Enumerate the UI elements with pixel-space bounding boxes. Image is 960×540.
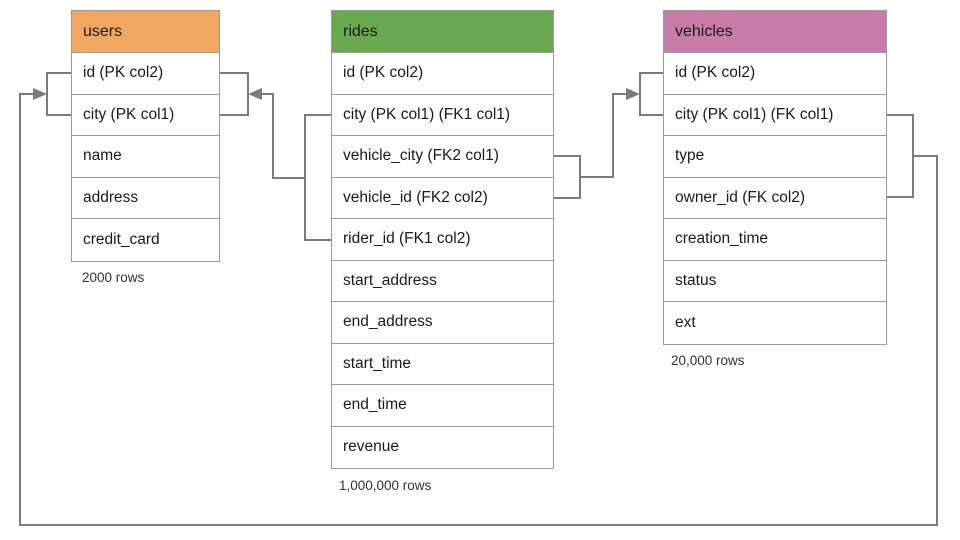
table-vehicles-header[interactable]: vehicles [664, 11, 886, 53]
table-users-row-id[interactable]: id (PK col2) [72, 53, 219, 95]
table-rides-row-revenue[interactable]: revenue [332, 426, 553, 468]
table-rides-row-count: 1,000,000 rows [339, 478, 432, 493]
arrowhead-rides-fk2-to-vehicles [626, 88, 640, 100]
table-users-row-address[interactable]: address [72, 177, 219, 219]
table-vehicles-row-id[interactable]: id (PK col2) [664, 53, 886, 95]
table-vehicles-row-status[interactable]: status [664, 260, 886, 302]
table-vehicles-row-city[interactable]: city (PK col1) (FK col1) [664, 94, 886, 136]
table-rides-title: rides [343, 22, 378, 40]
column-label: type [675, 147, 705, 165]
column-label: name [83, 147, 122, 165]
table-rides-row-end-time[interactable]: end_time [332, 385, 553, 427]
arrowhead-vehicles-fk-to-users [33, 88, 47, 100]
table-rides-header[interactable]: rides [332, 11, 553, 53]
table-rides-row-city[interactable]: city (PK col1) (FK1 col1) [332, 94, 553, 136]
table-vehicles[interactable]: vehicles id (PK col2) city (PK col1) (FK… [663, 10, 887, 345]
column-label: vehicle_id (FK2 col2) [343, 188, 488, 206]
table-vehicles-row-creation-time[interactable]: creation_time [664, 219, 886, 261]
column-label: rider_id (FK1 col2) [343, 230, 471, 248]
column-label: id (PK col2) [675, 64, 756, 82]
table-vehicles-title: vehicles [675, 22, 733, 40]
column-label: end_time [343, 396, 407, 414]
column-label: id (PK col2) [343, 64, 424, 82]
column-label: start_time [343, 354, 412, 372]
column-label: owner_id (FK col2) [675, 188, 806, 206]
column-label: start_address [343, 271, 437, 289]
table-users-row-city[interactable]: city (PK col1) [72, 94, 219, 136]
vehicles-left-bracket [639, 72, 663, 116]
table-rides-row-vehicle-city[interactable]: vehicle_city (FK2 col1) [332, 136, 553, 178]
table-rides-row-id[interactable]: id (PK col2) [332, 53, 553, 95]
column-label: status [675, 271, 717, 289]
table-users-row-count: 2000 rows [82, 270, 145, 285]
table-vehicles-row-owner-id[interactable]: owner_id (FK col2) [664, 177, 886, 219]
column-label: vehicle_city (FK2 col1) [343, 147, 499, 165]
column-label: address [83, 188, 139, 206]
table-vehicles-row-type[interactable]: type [664, 136, 886, 178]
column-label: credit_card [83, 230, 160, 248]
table-users[interactable]: users id (PK col2) city (PK col1) name a… [71, 10, 220, 262]
vehicles-right-bracket [887, 114, 914, 198]
column-label: end_address [343, 313, 433, 331]
rides-right-bracket [554, 155, 581, 199]
table-users-header[interactable]: users [72, 11, 219, 53]
column-label: creation_time [675, 230, 769, 248]
column-label: city (PK col1) (FK1 col1) [343, 105, 511, 123]
table-users-row-name[interactable]: name [72, 136, 219, 178]
column-label: city (PK col1) [83, 105, 175, 123]
column-label: city (PK col1) (FK col1) [675, 105, 834, 123]
table-rides[interactable]: rides id (PK col2) city (PK col1) (FK1 c… [331, 10, 554, 469]
arrowhead-rides-fk1-to-users [248, 88, 262, 100]
table-rides-row-end-address[interactable]: end_address [332, 302, 553, 344]
column-label: ext [675, 313, 696, 331]
users-right-bracket [220, 72, 249, 116]
users-left-bracket [46, 72, 71, 116]
column-label: id (PK col2) [83, 64, 164, 82]
table-rides-row-vehicle-id[interactable]: vehicle_id (FK2 col2) [332, 177, 553, 219]
connector-rides-fk1-to-users [258, 93, 305, 179]
table-rides-row-rider-id[interactable]: rider_id (FK1 col2) [332, 219, 553, 261]
table-vehicles-row-ext[interactable]: ext [664, 302, 886, 344]
table-users-row-credit-card[interactable]: credit_card [72, 219, 219, 261]
table-rides-row-start-address[interactable]: start_address [332, 260, 553, 302]
column-label: revenue [343, 438, 400, 456]
rides-left-bracket [304, 114, 331, 241]
table-rides-row-start-time[interactable]: start_time [332, 343, 553, 385]
table-vehicles-row-count: 20,000 rows [671, 353, 745, 368]
connector-rides-fk2-to-vehicles [580, 93, 630, 178]
table-users-title: users [83, 22, 123, 40]
